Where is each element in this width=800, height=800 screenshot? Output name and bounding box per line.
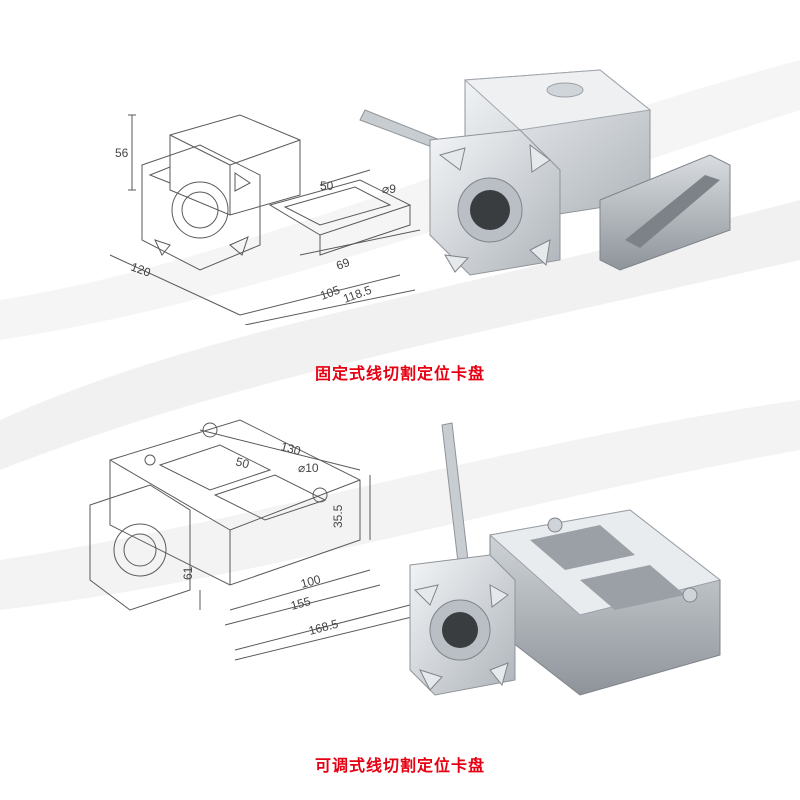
dim-155: 155 xyxy=(289,594,312,613)
dim-100: 100 xyxy=(299,572,322,591)
dim-35-5: 35.5 xyxy=(331,504,345,528)
dim-61: 61 xyxy=(181,566,195,580)
dim-56: 56 xyxy=(115,146,129,160)
dim-50-adj: 50 xyxy=(234,454,251,471)
dim-dia-10: ⌀10 xyxy=(298,461,319,475)
adjustable-chuck-caption: 可调式线切割定位卡盘 xyxy=(314,756,485,775)
dim-130: 130 xyxy=(279,439,302,458)
dim-105: 105 xyxy=(318,283,342,303)
dim-69: 69 xyxy=(334,255,352,273)
dim-dia-9: ⌀9 xyxy=(382,182,396,196)
dim-50: 50 xyxy=(320,179,334,193)
fixed-chuck-line-drawing: 56 50 ⌀9 120 69 105 118.5 xyxy=(109,114,421,325)
dim-168-5: 168.5 xyxy=(307,617,340,638)
adjustable-chuck-render xyxy=(409,422,722,696)
fixed-chuck-caption: 固定式线切割定位卡盘 xyxy=(314,364,485,383)
fixed-chuck-render xyxy=(359,69,731,276)
adjustable-chuck-line-drawing: 130 50 ⌀10 35.5 61 100 155 168.5 xyxy=(89,419,421,661)
dim-120: 120 xyxy=(129,260,153,280)
